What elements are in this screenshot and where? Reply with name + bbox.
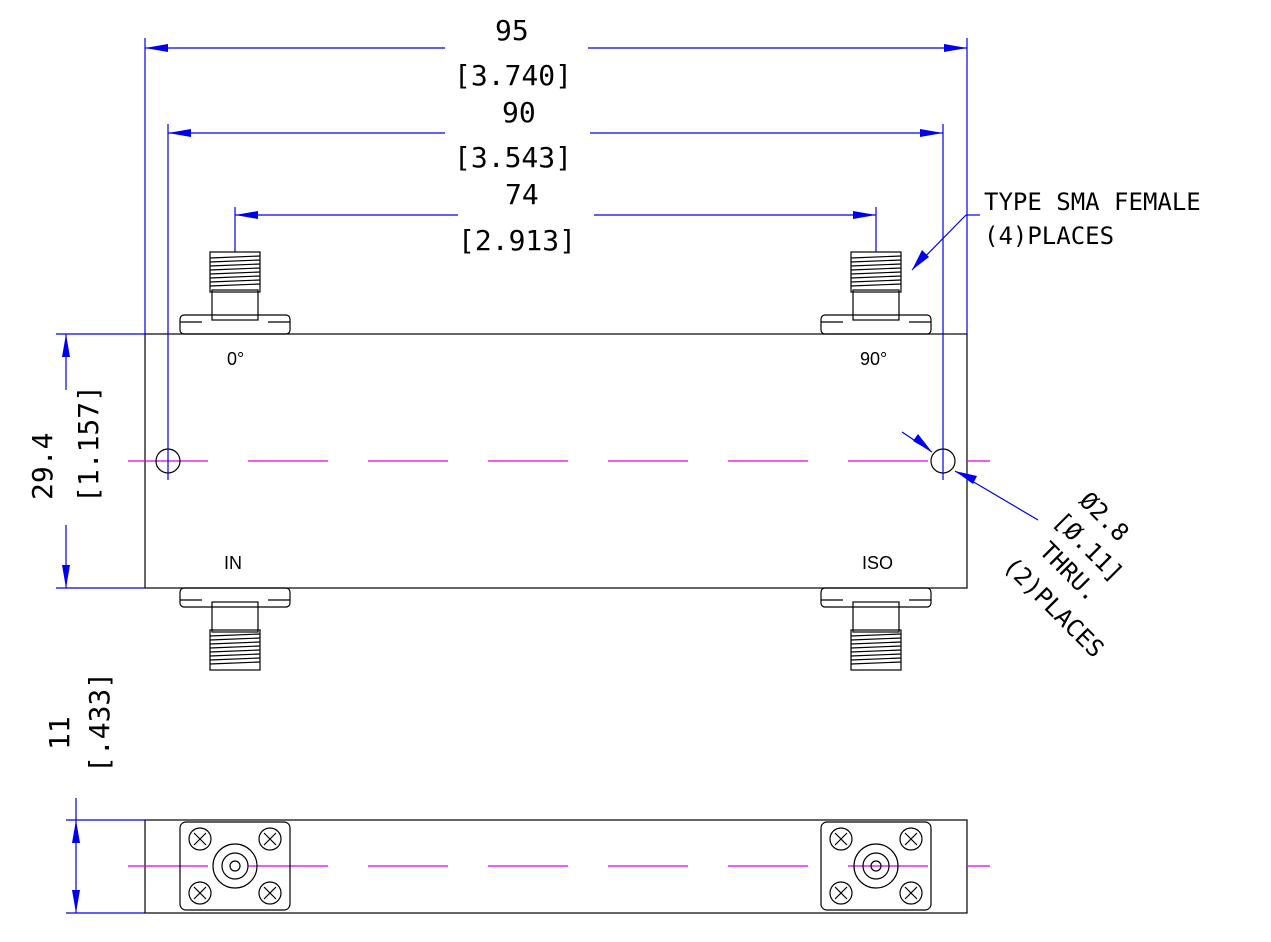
port-label-in: IN bbox=[224, 553, 242, 573]
sma-connector-top-left bbox=[179, 251, 291, 335]
port-label-90deg: 90° bbox=[860, 349, 887, 369]
dim-overall-inch: [3.740] bbox=[454, 59, 572, 92]
sma-connector-bottom-left bbox=[179, 587, 291, 671]
dim-height-inch: [1.157] bbox=[72, 385, 105, 503]
dim-connector-spacing-mm: 74 bbox=[505, 178, 539, 211]
port-label-0deg: 0° bbox=[227, 349, 244, 369]
dim-thickness-inch: [.433] bbox=[83, 672, 116, 773]
dim-hole-spacing-inch: [3.543] bbox=[454, 141, 572, 174]
sma-connector-bottom-right bbox=[820, 587, 932, 671]
note-connector-line2: (4)PLACES bbox=[984, 222, 1114, 250]
dim-hole-spacing-mm: 90 bbox=[502, 96, 536, 129]
note-mounting-hole: Ø2.8 [Ø.11] THRU. (2)PLACES bbox=[901, 431, 1134, 663]
note-connector-line1: TYPE SMA FEMALE bbox=[984, 188, 1201, 216]
connector-flange-left bbox=[179, 821, 291, 911]
dim-thickness-mm: 11 bbox=[43, 716, 76, 750]
port-label-iso: ISO bbox=[862, 553, 893, 573]
connector-flange-right bbox=[820, 821, 932, 911]
dim-overall-mm: 95 bbox=[495, 14, 529, 47]
dimension-connector-spacing: 74 [2.913] bbox=[234, 178, 877, 257]
dim-height-mm: 29.4 bbox=[26, 433, 59, 500]
dimension-overall-length: 95 [3.740] bbox=[144, 14, 968, 334]
dim-connector-spacing-inch: [2.913] bbox=[458, 224, 576, 257]
dimension-height: 29.4 [1.157] bbox=[26, 333, 145, 589]
sma-connector-top-right bbox=[820, 251, 932, 335]
dimension-hole-spacing: 90 [3.543] bbox=[167, 96, 944, 480]
note-sma-connector: TYPE SMA FEMALE (4)PLACES bbox=[911, 188, 1201, 271]
dimension-thickness: 11 [.433] bbox=[43, 672, 145, 914]
